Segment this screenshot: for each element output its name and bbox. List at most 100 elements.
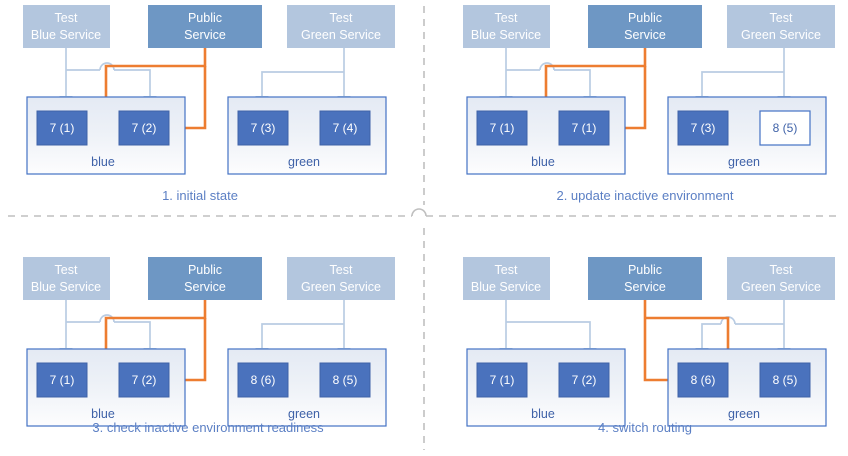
service-line-2: Service xyxy=(184,280,226,294)
instance-box xyxy=(118,110,170,146)
instance-box xyxy=(237,110,289,146)
environment-label: blue xyxy=(531,155,555,169)
panel-1-test-green-connectors xyxy=(255,48,351,107)
service-line-1: Public xyxy=(188,11,222,25)
panel-2-green-environment: 7 (3) 8 (5) green xyxy=(667,96,827,175)
service-line-2: Blue Service xyxy=(31,280,101,294)
instance-box xyxy=(118,362,170,398)
environment-label: blue xyxy=(91,155,115,169)
environment-label: blue xyxy=(91,407,115,421)
instance-label: 7 (1) xyxy=(50,121,75,135)
instance-label: 8 (6) xyxy=(251,373,276,387)
instance-label: 7 (2) xyxy=(132,373,157,387)
instance-label: 7 (4) xyxy=(333,121,358,135)
environment-label: blue xyxy=(531,407,555,421)
panel-3: 7 (1) 7 (2) blue 8 (6) 8 (5) green Test … xyxy=(23,257,395,435)
service-line-1: Test xyxy=(770,263,793,277)
service-line-2: Green Service xyxy=(301,28,381,42)
service-line-2: Green Service xyxy=(301,280,381,294)
panel-3-test-blue-connectors xyxy=(59,300,157,359)
instance-label: 7 (1) xyxy=(490,121,515,135)
panel-3-blue-environment: 7 (1) 7 (2) blue xyxy=(26,348,186,427)
service-line-1: Test xyxy=(330,263,353,277)
panel-4-test-blue-service[interactable]: Test Blue Service xyxy=(463,257,550,300)
instance-box xyxy=(36,362,88,398)
instance-box xyxy=(476,110,528,146)
instance-box xyxy=(677,362,729,398)
service-line-1: Public xyxy=(188,263,222,277)
panel-2-test-green-connectors xyxy=(695,48,791,107)
panel-2-public-service[interactable]: Public Service xyxy=(588,5,702,48)
instance-box xyxy=(558,110,610,146)
service-line-2: Blue Service xyxy=(471,280,541,294)
panel-4-test-green-service[interactable]: Test Green Service xyxy=(727,257,835,300)
panel-caption: 4. switch routing xyxy=(598,420,692,435)
environment-label: green xyxy=(288,155,320,169)
instance-box xyxy=(677,110,729,146)
service-line-1: Public xyxy=(628,11,662,25)
panel-4-green-environment: 8 (6) 8 (5) green xyxy=(667,348,827,427)
instance-label: 7 (1) xyxy=(50,373,75,387)
service-line-1: Test xyxy=(495,263,518,277)
panel-caption: 2. update inactive environment xyxy=(556,188,733,203)
service-line-2: Blue Service xyxy=(31,28,101,42)
panel-3-test-blue-service[interactable]: Test Blue Service xyxy=(23,257,110,300)
instance-label: 8 (6) xyxy=(691,373,716,387)
panel-caption: 1. initial state xyxy=(162,188,238,203)
panel-1: 7 (1) 7 (2) blue 7 (3) 7 (4) green Test … xyxy=(23,5,395,203)
service-line-1: Test xyxy=(770,11,793,25)
panel-4-test-green-connectors xyxy=(695,300,791,359)
panel-1-green-environment: 7 (3) 7 (4) green xyxy=(227,96,387,175)
panel-divider-horizontal xyxy=(8,208,840,217)
instance-label: 7 (2) xyxy=(132,121,157,135)
panel-3-green-environment: 8 (6) 8 (5) green xyxy=(227,348,387,427)
panel-caption: 3. check inactive environment readiness xyxy=(92,420,324,435)
panel-1-test-blue-service[interactable]: Test Blue Service xyxy=(23,5,110,48)
instance-label: 7 (1) xyxy=(572,121,597,135)
panel-3-test-green-connectors xyxy=(255,300,351,359)
instance-box xyxy=(319,362,371,398)
instance-box xyxy=(237,362,289,398)
instance-label: 7 (3) xyxy=(251,121,276,135)
panel-4-blue-environment: 7 (1) 7 (2) blue xyxy=(466,348,626,427)
service-line-1: Test xyxy=(55,263,78,277)
instance-label: 8 (5) xyxy=(333,373,358,387)
panel-2-test-green-service[interactable]: Test Green Service xyxy=(727,5,835,48)
environment-label: green xyxy=(728,407,760,421)
panel-2-test-blue-service[interactable]: Test Blue Service xyxy=(463,5,550,48)
panel-2: 7 (1) 7 (1) blue 7 (3) 8 (5) green Test … xyxy=(463,5,835,203)
instance-box xyxy=(319,110,371,146)
instance-label: 7 (2) xyxy=(572,373,597,387)
service-line-2: Service xyxy=(624,280,666,294)
service-line-1: Test xyxy=(55,11,78,25)
instance-label: 8 (5) xyxy=(773,373,798,387)
instance-box xyxy=(759,362,811,398)
panel-1-blue-environment: 7 (1) 7 (2) blue xyxy=(26,96,186,175)
instance-box xyxy=(476,362,528,398)
panel-4: 7 (1) 7 (2) blue 8 (6) 8 (5) green Test … xyxy=(463,257,835,435)
service-line-2: Blue Service xyxy=(471,28,541,42)
service-line-1: Test xyxy=(495,11,518,25)
panel-1-test-blue-connectors xyxy=(59,48,157,107)
panel-1-test-green-service[interactable]: Test Green Service xyxy=(287,5,395,48)
panel-2-test-blue-connectors xyxy=(499,48,597,107)
instance-label: 7 (1) xyxy=(490,373,515,387)
panel-3-public-service[interactable]: Public Service xyxy=(148,257,262,300)
panel-4-public-service[interactable]: Public Service xyxy=(588,257,702,300)
instance-label: 7 (3) xyxy=(691,121,716,135)
instance-box xyxy=(36,110,88,146)
service-line-2: Green Service xyxy=(741,28,821,42)
service-line-2: Green Service xyxy=(741,280,821,294)
panel-3-test-green-service[interactable]: Test Green Service xyxy=(287,257,395,300)
service-line-2: Service xyxy=(184,28,226,42)
service-line-1: Test xyxy=(330,11,353,25)
panel-1-public-service[interactable]: Public Service xyxy=(148,5,262,48)
panel-2-blue-environment: 7 (1) 7 (1) blue xyxy=(466,96,626,175)
environment-label: green xyxy=(288,407,320,421)
panel-4-test-blue-connectors xyxy=(499,300,597,359)
instance-box xyxy=(558,362,610,398)
instance-box-pending xyxy=(759,110,811,146)
instance-label: 8 (5) xyxy=(773,121,798,135)
